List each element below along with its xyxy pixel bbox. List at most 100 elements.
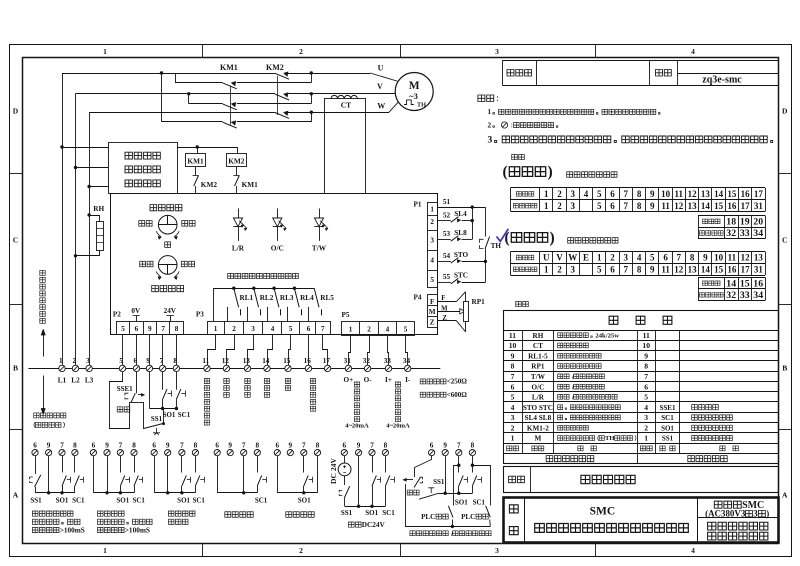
svg-text:(: ( (505, 229, 510, 246)
svg-text:SSE1: SSE1 (660, 404, 676, 412)
svg-text:6: 6 (215, 442, 219, 450)
svg-text:8: 8 (637, 264, 642, 274)
svg-text:1: 1 (488, 108, 492, 116)
svg-text:1: 1 (430, 206, 434, 214)
svg-text:2: 2 (557, 189, 562, 199)
svg-text:SO1: SO1 (56, 496, 69, 504)
svg-text:RH: RH (93, 204, 104, 213)
svg-text:54: 54 (443, 252, 451, 260)
svg-text:8: 8 (471, 442, 475, 450)
svg-text:34: 34 (753, 228, 763, 239)
svg-text:SL4: SL4 (454, 210, 467, 218)
svg-text:4: 4 (691, 47, 695, 56)
svg-text:15: 15 (714, 201, 724, 211)
svg-text:10: 10 (714, 253, 724, 263)
svg-text:O+: O+ (344, 376, 354, 384)
svg-text:6: 6 (135, 325, 139, 333)
svg-text:6: 6 (92, 442, 96, 450)
svg-text:4: 4 (584, 189, 589, 199)
svg-text:C: C (13, 236, 18, 245)
svg-text:3: 3 (571, 264, 576, 274)
svg-text:2: 2 (557, 264, 562, 274)
svg-text:13: 13 (243, 357, 251, 365)
svg-text:1: 1 (544, 189, 549, 199)
svg-text:1: 1 (544, 264, 549, 274)
svg-text:33: 33 (384, 357, 392, 365)
svg-text:6: 6 (511, 382, 515, 391)
svg-text:4: 4 (637, 253, 642, 263)
svg-text:RL1: RL1 (240, 294, 254, 302)
svg-text:1: 1 (597, 253, 602, 263)
svg-text:6: 6 (663, 253, 668, 263)
svg-text:L/R: L/R (232, 243, 245, 252)
svg-text:2: 2 (557, 201, 562, 211)
svg-text:6: 6 (430, 442, 434, 450)
svg-text:5: 5 (650, 253, 655, 263)
svg-text:8: 8 (637, 189, 642, 199)
svg-text:7: 7 (119, 442, 123, 450)
svg-text:24V: 24V (164, 307, 177, 315)
svg-text:P1: P1 (414, 201, 422, 209)
svg-text:32: 32 (726, 290, 736, 301)
svg-text:1: 1 (103, 546, 107, 555)
svg-text:12: 12 (688, 189, 698, 199)
svg-text:SMC: SMC (590, 505, 616, 517)
svg-text:PLC: PLC (461, 513, 475, 521)
svg-text:16: 16 (304, 357, 312, 365)
svg-text:31: 31 (344, 357, 352, 365)
svg-text:7: 7 (624, 264, 629, 274)
svg-text:8: 8 (175, 325, 179, 333)
svg-text:SC1: SC1 (178, 411, 191, 419)
svg-text:D: D (782, 107, 788, 116)
svg-text:5: 5 (511, 393, 515, 402)
svg-text:16: 16 (727, 201, 737, 211)
svg-text:SS1: SS1 (30, 496, 42, 504)
svg-text:SSE1: SSE1 (117, 385, 133, 393)
svg-text:7: 7 (644, 372, 648, 381)
svg-text:P2: P2 (113, 311, 121, 319)
svg-text:4: 4 (644, 403, 648, 412)
svg-text:32: 32 (726, 228, 736, 239)
svg-text:12: 12 (222, 357, 230, 365)
svg-text:SS1: SS1 (662, 435, 674, 443)
svg-text:V: V (377, 82, 383, 91)
svg-text:KM1: KM1 (242, 180, 259, 189)
svg-text:SC1: SC1 (382, 509, 395, 517)
svg-text:7: 7 (302, 442, 306, 450)
svg-text:SO1: SO1 (298, 496, 311, 504)
svg-text:V: V (556, 253, 563, 263)
svg-text:6: 6 (343, 442, 347, 450)
svg-text:15: 15 (714, 264, 724, 274)
svg-text:zq3e-smc: zq3e-smc (702, 75, 742, 86)
svg-text:31: 31 (754, 201, 764, 211)
svg-text:17: 17 (741, 264, 751, 274)
svg-text:SC1: SC1 (661, 414, 674, 422)
svg-text:7: 7 (160, 357, 164, 365)
svg-text:3: 3 (251, 325, 255, 333)
svg-text:SS1: SS1 (151, 415, 163, 423)
svg-text:1: 1 (644, 434, 648, 443)
svg-text:Z: Z (430, 318, 435, 326)
svg-text:T/W: T/W (531, 373, 546, 381)
svg-text:SS1: SS1 (341, 509, 353, 517)
svg-text:2: 2 (367, 326, 371, 334)
svg-text:SMC: SMC (742, 500, 764, 511)
svg-text:2: 2 (73, 357, 77, 365)
svg-text:DC24V: DC24V (362, 521, 386, 529)
svg-text:1: 1 (59, 357, 63, 365)
svg-text:14: 14 (701, 264, 711, 274)
svg-text:TH: TH (417, 102, 426, 109)
svg-text:5: 5 (430, 276, 434, 284)
svg-text:SO1: SO1 (455, 498, 468, 506)
svg-text:TH: TH (491, 242, 502, 250)
svg-text:): ) (548, 164, 553, 181)
svg-text:3: 3 (430, 237, 434, 245)
svg-text:6: 6 (134, 357, 138, 365)
svg-text:9: 9 (357, 442, 361, 450)
svg-text:11: 11 (661, 201, 670, 211)
svg-text:14: 14 (701, 201, 711, 211)
svg-text:L3: L3 (85, 377, 94, 385)
svg-text:SO1: SO1 (661, 424, 674, 432)
svg-text:PLC: PLC (421, 513, 435, 521)
svg-text:3: 3 (571, 201, 576, 211)
